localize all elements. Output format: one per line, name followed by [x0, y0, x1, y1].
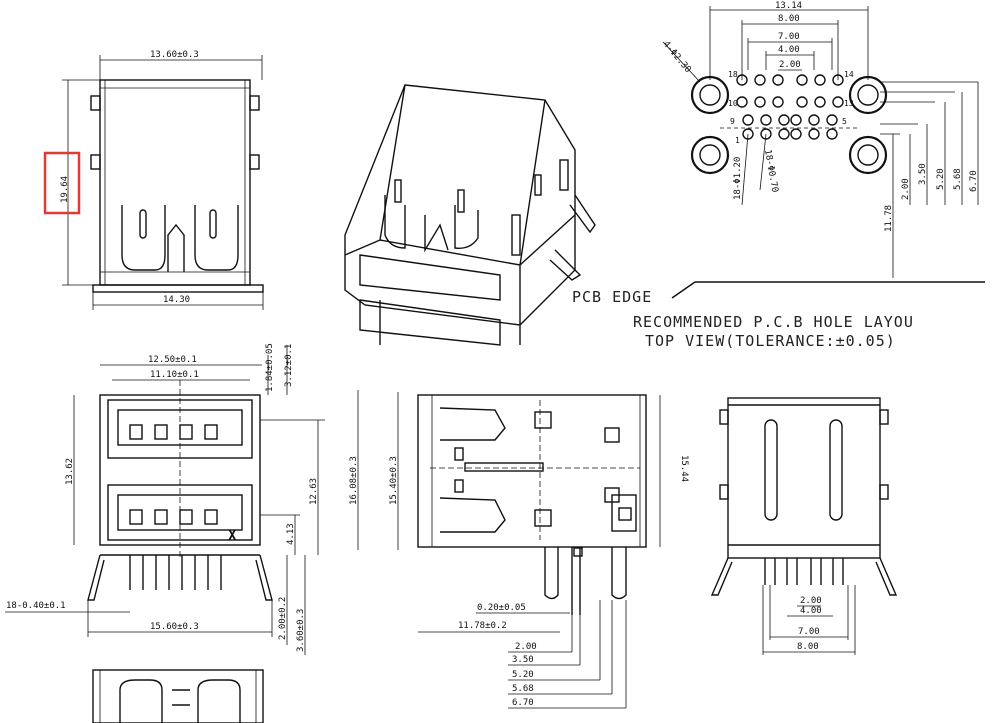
pin-label-10: 10	[728, 99, 738, 108]
cf-height-total: 13.62	[65, 458, 75, 485]
rv-dim-800: 8.00	[797, 642, 819, 652]
highlight-box	[43, 151, 81, 215]
sv-stack-350: 3.50	[512, 655, 534, 665]
pin-label-14: 14	[844, 70, 854, 79]
pcb-dim-right-670: 6.70	[969, 170, 979, 192]
pcb-edge-label: PCB EDGE	[572, 288, 652, 306]
pcb-dim-700: 7.00	[778, 32, 800, 42]
pcb-layout: 13.14 8.00 7.00 4.00 2.00 4-Φ2.30	[572, 1, 985, 350]
rv-dim-200: 2.00	[800, 596, 822, 606]
pcb-dim-right-200: 2.00	[901, 178, 911, 200]
cf-dim-184: 1.84±0.05	[265, 343, 275, 392]
cf-mark-x: X	[228, 528, 237, 544]
cf-dim-200: 2.00±0.2	[278, 597, 288, 640]
pin-label-18: 18	[728, 70, 738, 79]
sv-pin-pos: 11.78±0.2	[458, 621, 507, 631]
pcb-title-line2: TOP VIEW(TOLERANCE:±0.05)	[645, 332, 896, 350]
cf-width-inner: 11.10±0.1	[150, 370, 199, 380]
cf-dim-312: 3.12±0.1	[284, 344, 294, 387]
pcb-hole-mount: 4-Φ2.30	[661, 40, 693, 75]
cf-pin-width: 18-0.40±0.1	[6, 601, 66, 611]
front-width-bottom-label: 14.30	[163, 295, 190, 305]
sv-height-b: 15.40±0.3	[389, 456, 399, 505]
pcb-dim-400: 4.00	[778, 45, 800, 55]
side-view: 16.08±0.3 15.40±0.3 15.44 0.20±0.05 11.7…	[349, 390, 689, 709]
sv-stack-200: 2.00	[515, 642, 537, 652]
pin-label-13: 13	[844, 99, 854, 108]
cf-base-width: 15.60±0.3	[150, 622, 199, 632]
sv-height-c: 15.44	[679, 455, 689, 482]
sv-pin-thick: 0.20±0.05	[477, 603, 526, 613]
sv-stack-568: 5.68	[512, 684, 534, 694]
pcb-dim-right-568: 5.68	[953, 168, 963, 190]
pin-label-5: 5	[842, 117, 847, 126]
rv-dim-700: 7.00	[798, 627, 820, 637]
front-height-label: 19.64	[60, 176, 70, 203]
cf-dim-413: 4.13	[286, 523, 296, 545]
sv-height-a: 16.08±0.3	[349, 456, 359, 505]
front-view: 13.60±0.3 19.64 14.30	[43, 50, 264, 310]
pcb-dim-right-520: 5.20	[936, 168, 946, 190]
isometric-view	[344, 84, 596, 346]
front-width-top-label: 13.60±0.3	[150, 50, 199, 60]
pcb-title-line1: RECOMMENDED P.C.B HOLE LAYOU	[633, 313, 914, 331]
pcb-hole-small-a: 18-Φ1.20	[733, 157, 743, 200]
pcb-dim-1178: 11.78	[884, 205, 894, 232]
pin-label-1: 1	[735, 136, 740, 145]
sv-stack-520: 5.20	[512, 670, 534, 680]
connector-front-view: 12.50±0.1 11.10±0.1 1.84±0.05 3.12±0.1 X…	[5, 343, 325, 655]
pcb-dim-800: 8.00	[778, 14, 800, 24]
pcb-dim-right-350: 3.50	[918, 163, 928, 185]
cf-dim-360: 3.60±0.3	[296, 609, 306, 652]
cf-width-outer: 12.50±0.1	[148, 355, 197, 365]
pcb-dim-200: 2.00	[779, 60, 801, 70]
pcb-dim-1314: 13.14	[775, 1, 802, 11]
rv-dim-400: 4.00	[800, 606, 822, 616]
sv-stack-670: 6.70	[512, 698, 534, 708]
pcb-hole-small-b: 18-Φ0.70	[762, 149, 779, 193]
pin-label-9: 9	[730, 117, 735, 126]
rear-view: 2.00 4.00 7.00 8.00	[710, 397, 898, 655]
bottom-partial-view	[92, 669, 264, 723]
cf-height-mid: 12.63	[309, 478, 319, 505]
